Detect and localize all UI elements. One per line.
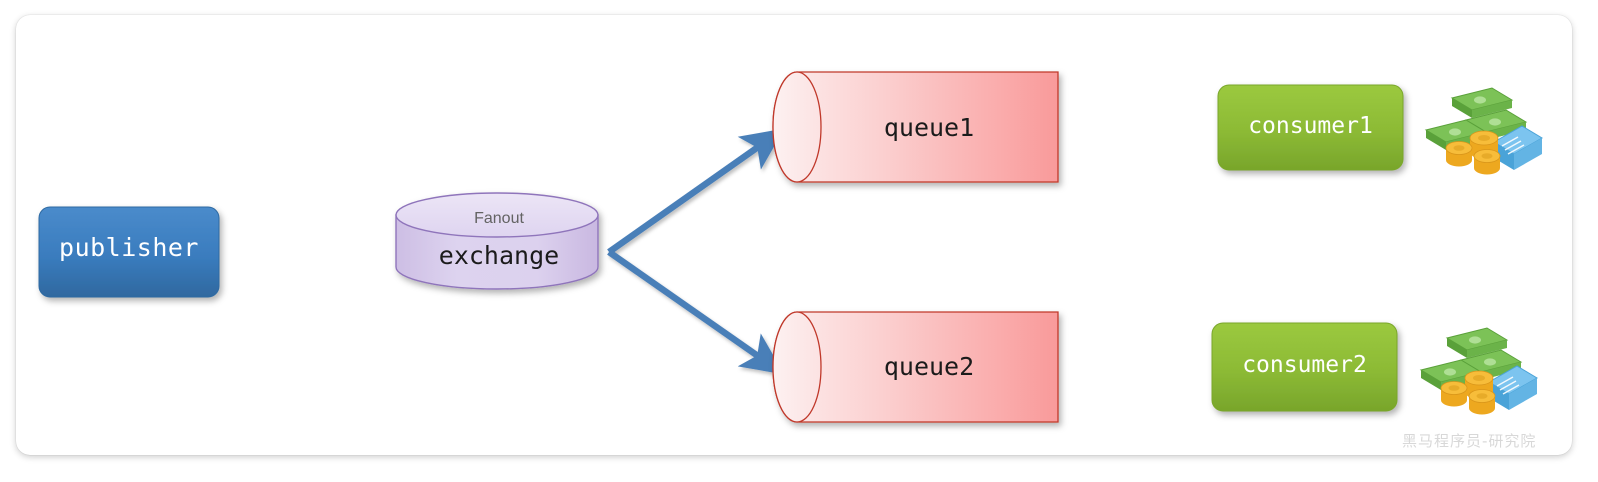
- money-icon-1: [1424, 87, 1543, 175]
- node-queue1[interactable]: [772, 71, 1059, 183]
- watermark: 黑马程序员-研究院: [1402, 432, 1537, 450]
- node-queue2[interactable]: [772, 311, 1059, 423]
- edge-exchange-to-queue2: [607, 249, 785, 375]
- node-publisher[interactable]: [38, 206, 220, 298]
- node-consumer1[interactable]: [1217, 84, 1404, 171]
- node-consumer2[interactable]: [1211, 322, 1398, 412]
- edge-exchange-to-queue1: [607, 128, 785, 255]
- node-exchange[interactable]: [395, 192, 599, 290]
- money-icon-2: [1419, 327, 1538, 415]
